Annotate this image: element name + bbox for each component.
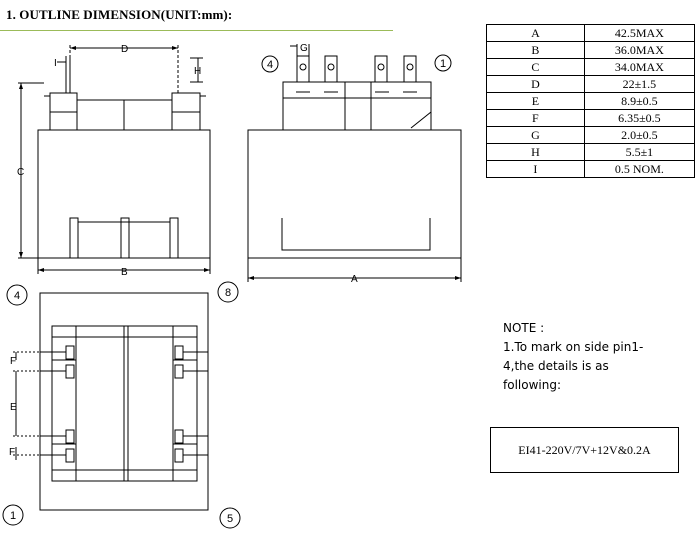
dim-value: 5.5±1 [583, 143, 695, 161]
pin-number-4-front: 4 [267, 59, 273, 71]
note-block: NOTE : 1.To mark on side pin1-4,the deta… [503, 319, 663, 395]
dim-key: D [486, 75, 585, 93]
dim-label-h: H [194, 66, 201, 77]
dim-label-b: B [121, 267, 128, 278]
dim-label-g: G [300, 43, 308, 54]
dim-value: 0.5 NOM. [583, 160, 695, 178]
dim-value: 42.5MAX [583, 24, 695, 42]
dim-value: 2.0±0.5 [583, 126, 695, 144]
pin-number-4-bottom: 4 [14, 290, 20, 302]
dim-key: A [486, 24, 585, 42]
pin-number-5-bottom: 5 [227, 513, 233, 525]
bottom-view [2, 281, 241, 529]
dim-label-e: E [10, 402, 17, 413]
section-heading: 1. OUTLINE DIMENSION(UNIT:mm): [6, 7, 233, 22]
dim-value: 6.35±0.5 [583, 109, 695, 127]
dim-label-d: D [121, 44, 128, 55]
dim-key: B [486, 41, 585, 59]
pin-number-1-bottom: 1 [10, 510, 16, 522]
dim-key: G [486, 126, 585, 144]
dim-value: 8.9±0.5 [583, 92, 695, 110]
dim-value: 34.0MAX [583, 58, 695, 76]
front-view [247, 44, 462, 282]
marking-box: EI41-220V/7V+12V&0.2A [490, 427, 679, 473]
heading-underline [0, 30, 393, 31]
dim-label-i: I [54, 58, 57, 69]
dim-label-a: A [351, 274, 358, 285]
dim-label-f: F [9, 447, 15, 458]
dim-label-c: C [17, 167, 24, 178]
marking-text: EI41-220V/7V+12V&0.2A [518, 442, 651, 457]
dim-key: H [486, 143, 585, 161]
dim-value: 36.0MAX [583, 41, 695, 59]
note-title: NOTE : [503, 321, 545, 335]
dim-key: C [486, 58, 585, 76]
dim-label-f-upper: F [10, 356, 16, 367]
pin-number-1-front: 1 [440, 58, 446, 70]
dim-value: 22±1.5 [583, 75, 695, 93]
dim-key: I [486, 160, 585, 178]
pin-number-8-bottom: 8 [225, 287, 231, 299]
dim-key: E [486, 92, 585, 110]
note-body: 1.To mark on side pin1-4,the details is … [503, 340, 644, 392]
dim-key: F [486, 109, 585, 127]
side-view [18, 45, 211, 274]
